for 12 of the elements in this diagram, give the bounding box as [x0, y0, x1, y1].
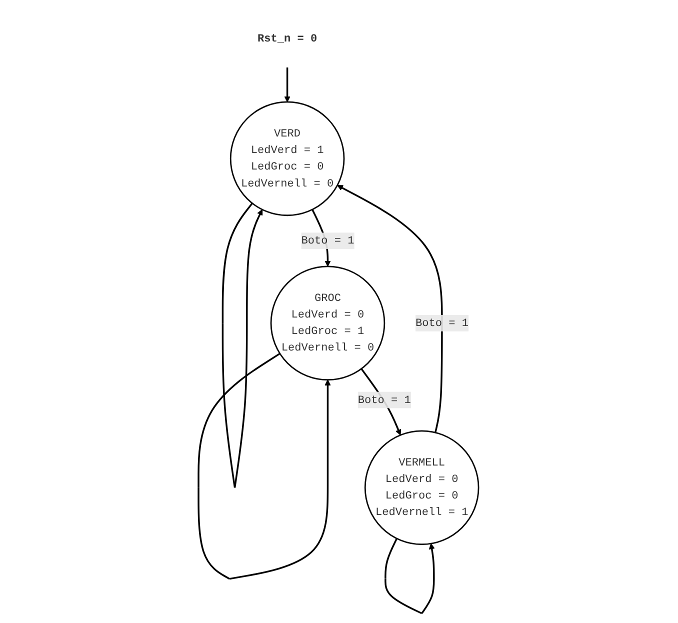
- arrow: [198, 352, 332, 580]
- edge-label: Boto = 1: [416, 316, 469, 330]
- edge-label: Boto = 1: [358, 394, 412, 406]
- arrow: [284, 67, 291, 102]
- node-circle: GROC LedVerd = 0 LedGroc = 1 LedVernell = 0: [270, 266, 386, 381]
- node-text: Rst_n = 0: [258, 32, 318, 45]
- arrow: [222, 202, 264, 488]
- arrow: [338, 185, 444, 433]
- node-circle: VERMELL LedVerd = 0 LedGroc = 0 LedVernell = 1: [364, 430, 480, 545]
- node-circle: VERD LedVerd = 1 LedGroc = 0 LedVernell = 0: [230, 101, 346, 216]
- arrow: [385, 538, 436, 614]
- edge-label: Boto = 1: [302, 234, 355, 248]
